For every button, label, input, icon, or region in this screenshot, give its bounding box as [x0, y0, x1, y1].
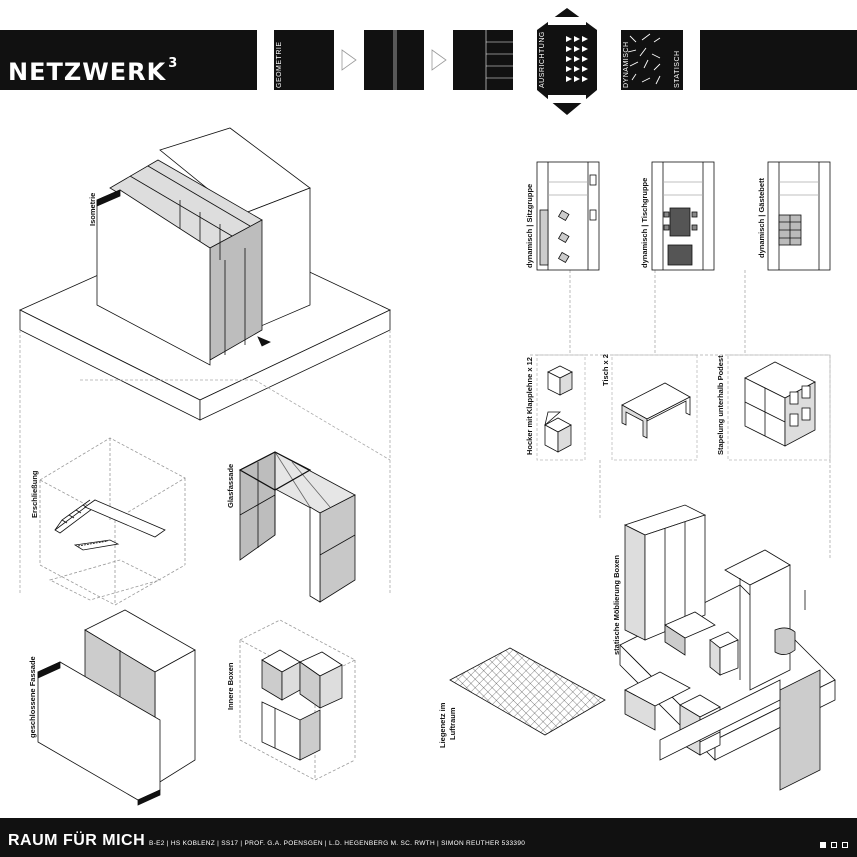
stacking-drawing — [727, 354, 831, 461]
label-isometrie: Isometrie — [88, 192, 97, 226]
label-hocker: Hocker mit Klapplehne x 12 — [525, 357, 534, 455]
label-geschlossene-fassade: geschlossene Fassade — [28, 656, 37, 738]
closed-facade-diagram — [37, 609, 196, 806]
dynamic-arrows-pictogram — [627, 33, 661, 85]
inner-boxes-diagram — [239, 619, 356, 781]
footer-title: RAUM FÜR MICH — [8, 832, 146, 849]
square-icon-outline-2 — [842, 842, 848, 848]
label-tisch: Tisch x 2 — [601, 354, 610, 386]
plan-table-group — [651, 161, 715, 271]
net-diagram — [449, 647, 606, 736]
footer-bar — [0, 818, 857, 857]
access-diagram — [39, 437, 186, 606]
geometry-pictogram-3 — [485, 30, 513, 90]
orientation-pictogram — [537, 8, 597, 115]
label-glasfassade: Glasfassade — [226, 463, 235, 508]
header-bar-left — [0, 30, 257, 90]
static-furnishing-drawing — [619, 504, 836, 791]
plan-guest-bed — [767, 161, 831, 271]
plan-seating — [536, 161, 600, 271]
label-gaestebett: dynamisch | Gästebett — [757, 177, 766, 258]
label-liegenetz-2: Luftraum — [448, 707, 457, 741]
dashed-connectors — [19, 270, 831, 595]
footer-meta: B-E2 | HS KOBLENZ | SS17 | PROF. G.A. PO… — [149, 840, 526, 847]
arrow-icon-2 — [431, 49, 447, 71]
geometry-pictogram-2 — [393, 30, 397, 90]
geometry-panel-1 — [274, 30, 334, 90]
dynamic-static-panel — [621, 30, 683, 90]
table-drawing — [611, 354, 698, 461]
glass-facade-diagram — [238, 451, 356, 603]
label-innere-boxen: Innere Boxen — [226, 662, 235, 710]
arrow-icon-1 — [341, 49, 357, 71]
stool-drawing — [536, 354, 586, 461]
label-statische-moeblierung: statische Möblierung Boxen — [612, 554, 621, 655]
label-erschliessung: Erschließung — [30, 470, 39, 518]
label-liegenetz-1: Liegenetz im — [438, 702, 447, 748]
isometric-building — [19, 127, 391, 421]
square-icon-filled — [820, 842, 826, 848]
label-stapelung: Stapelung unterhalb Podest — [716, 355, 725, 455]
label-sitzgruppe: dynamisch | Sitzgruppe — [525, 183, 534, 268]
square-icon-outline-1 — [831, 842, 837, 848]
header-bar-right — [700, 30, 857, 90]
geometry-panel-3 — [453, 30, 513, 90]
label-tischgruppe: dynamisch | Tischgruppe — [640, 177, 649, 268]
